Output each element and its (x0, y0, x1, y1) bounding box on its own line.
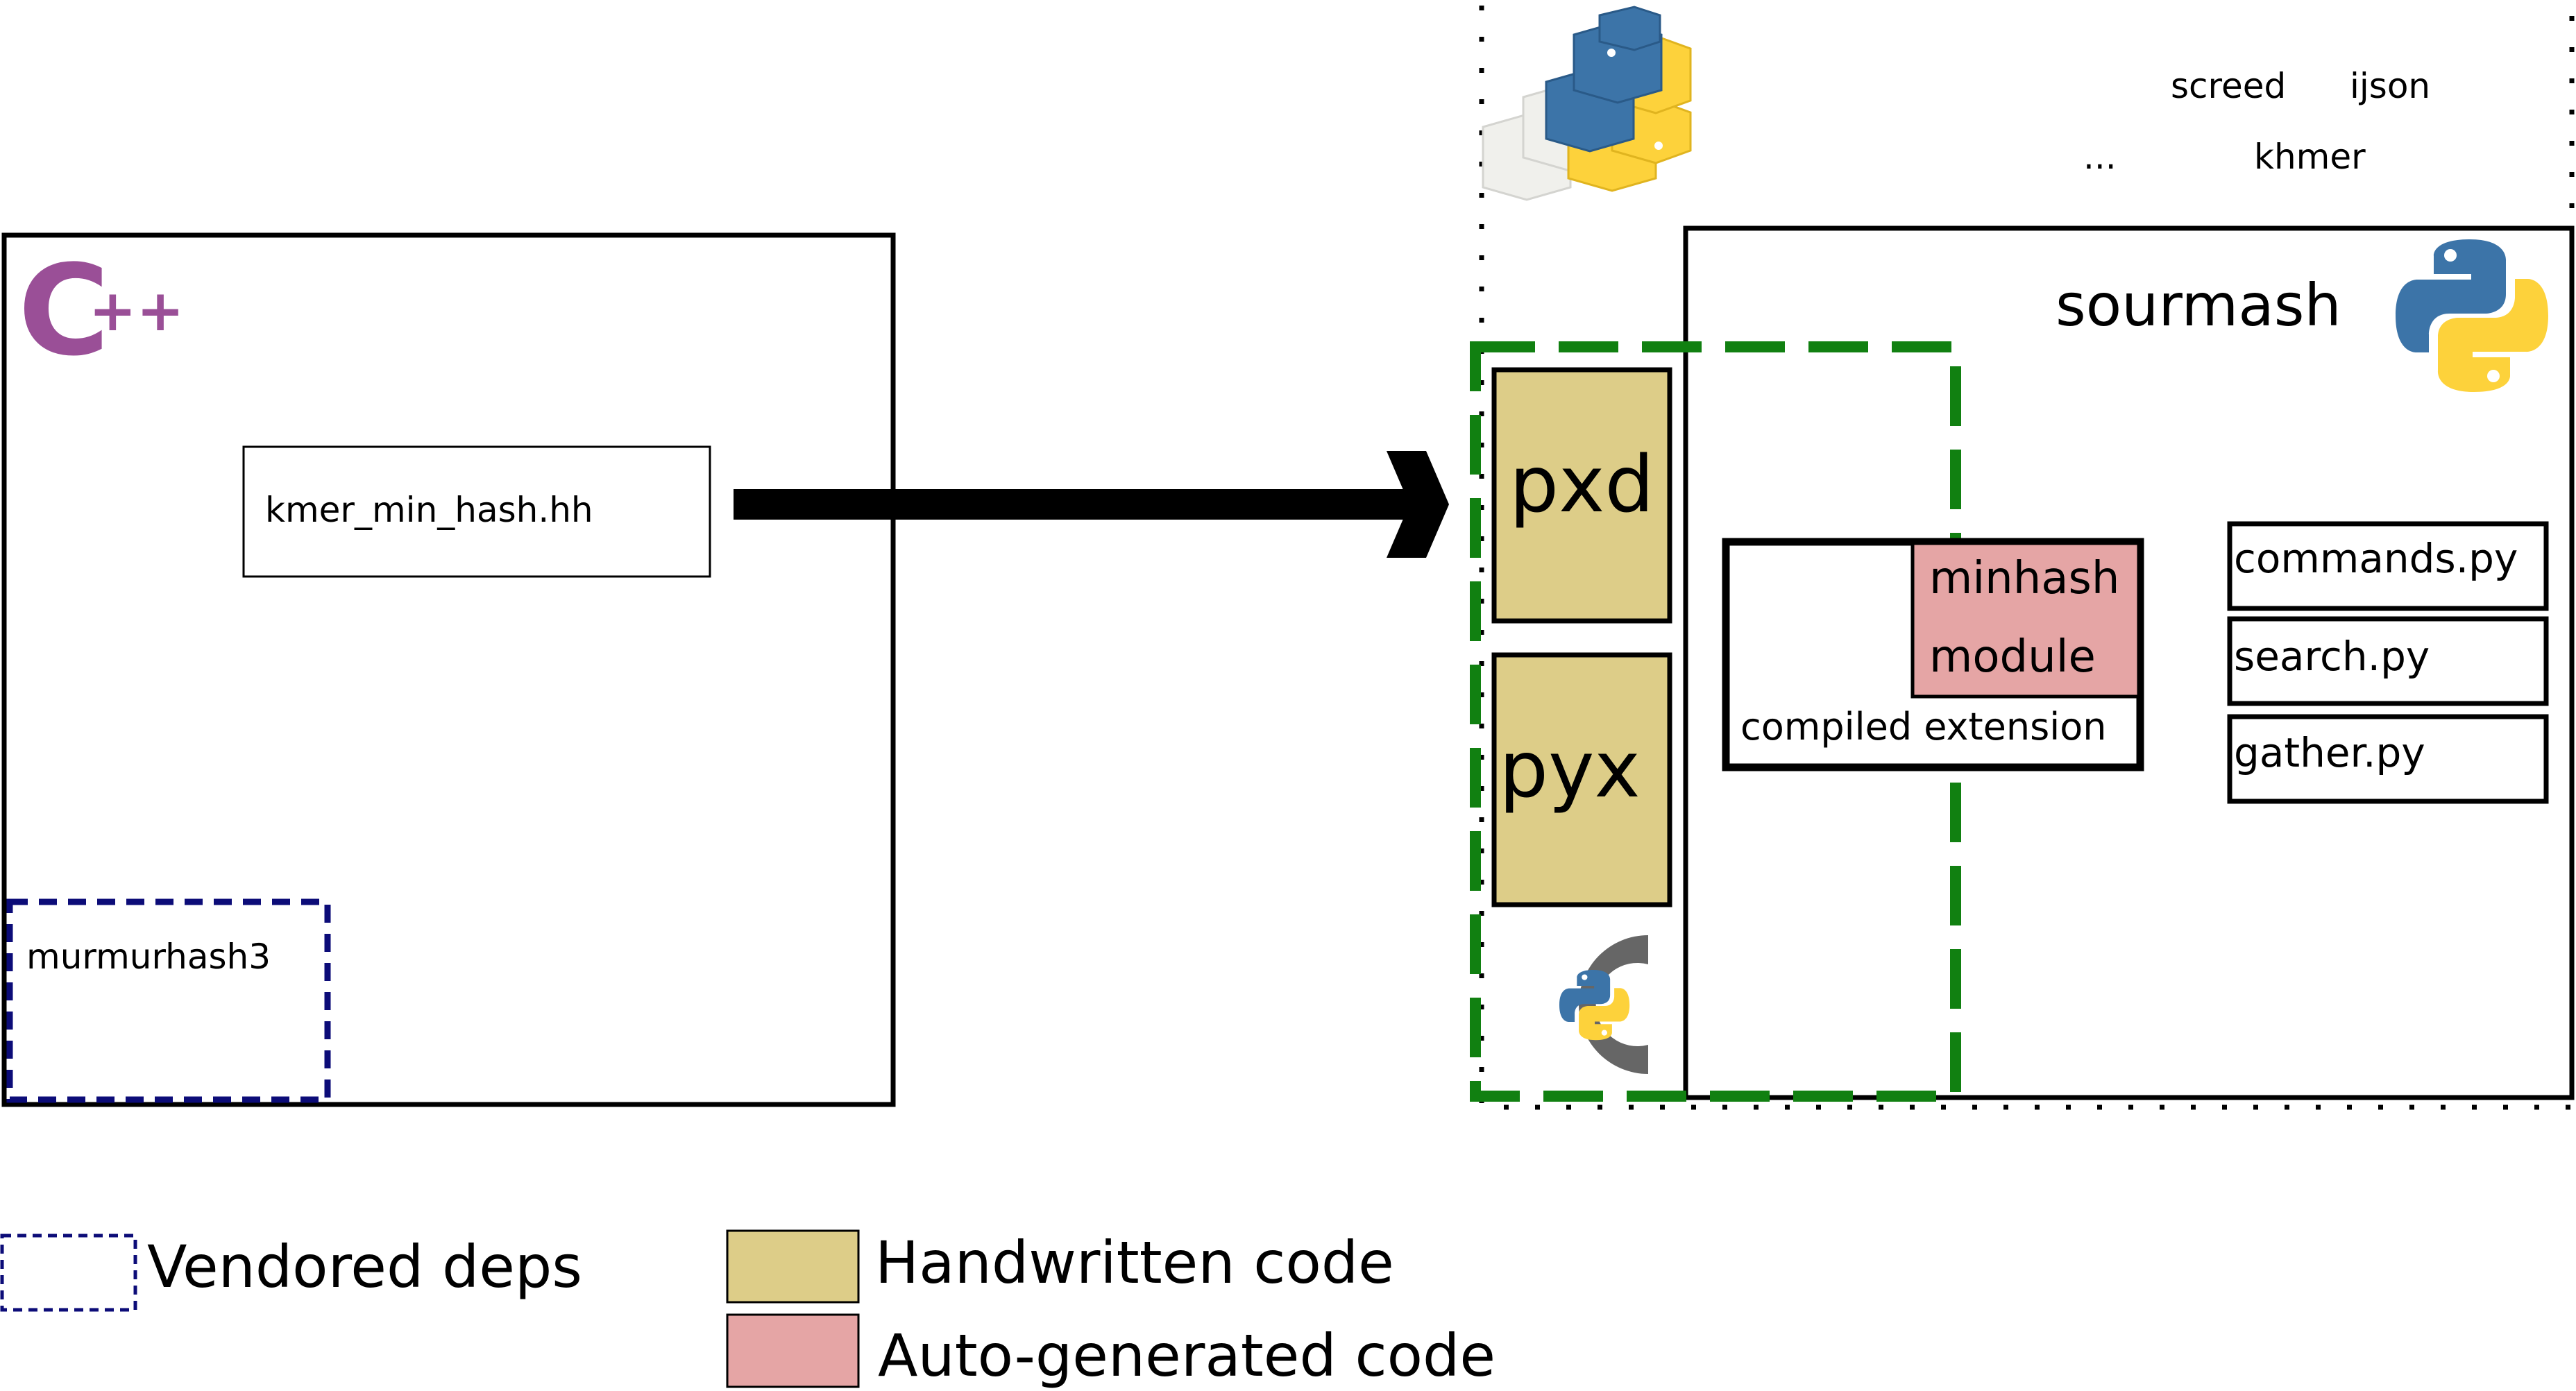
sourmash-file: commands.py (2227, 521, 2549, 611)
legend-swatch-handwritten (726, 1229, 860, 1304)
handwritten-file-label: pyx (1499, 725, 1641, 815)
sourmash-block-frame (1683, 225, 2575, 1100)
legend-swatch-autogenerated (726, 1313, 860, 1388)
sourmash-file-box (2227, 616, 2549, 706)
legend-label-autogenerated: Auto-generated code (878, 1322, 1495, 1390)
sourmash-file-box (2227, 714, 2549, 804)
legend-item-handwritten: Handwritten code (726, 1229, 1394, 1304)
handwritten-file-box (1491, 652, 1672, 907)
sourmash-title: sourmash (2056, 271, 2341, 339)
cpp-logo-icon: C ++ (18, 239, 184, 384)
legend-swatch-vendored (0, 1234, 137, 1312)
handwritten-file-label: pxd (1509, 440, 1654, 530)
legend-item-vendored: Vendored deps (0, 1233, 582, 1312)
cpp-block-frame (1, 232, 896, 1107)
legend: Vendored deps Handwritten code Auto-gene… (0, 1229, 1495, 1390)
legend-label-vendored: Vendored deps (147, 1233, 582, 1301)
sourmash-file: search.py (2227, 616, 2549, 706)
python-environment: screed ijson ... khmer (1479, 6, 2575, 1110)
flow-arrow (734, 451, 1449, 558)
generated-module-label: minhash (1929, 553, 2119, 604)
dep-package: ijson (2350, 66, 2430, 106)
pypi-logo-icon (1482, 6, 1692, 201)
dep-package: khmer (2254, 137, 2366, 177)
legend-item-autogenerated: Auto-generated code (726, 1313, 1495, 1390)
flow-arrow-shaft (734, 489, 1427, 520)
vendored-dep-label: murmurhash3 (26, 937, 271, 977)
sourmash-file-label: gather.py (2234, 729, 2425, 776)
header-file-box (242, 445, 711, 578)
sourmash-file-label: search.py (2234, 633, 2430, 680)
handwritten-file: pyx (1491, 652, 1672, 907)
cython-logo-icon (1559, 935, 1648, 1074)
sourmash-block: sourmash commands.py search.py gather.py (1683, 225, 2575, 1100)
sourmash-file-box (2227, 521, 2549, 611)
cython-block: pxd pyx minhash module compiled extensio… (1470, 341, 2144, 1102)
cpp-logo-letter: C (18, 239, 110, 384)
generated-module-box (1910, 541, 2141, 699)
generated-module-label: module (1929, 631, 2096, 683)
compiled-extension-label: compiled extension (1740, 705, 2107, 749)
legend-label-handwritten: Handwritten code (875, 1229, 1394, 1297)
sourmash-file-label: commands.py (2234, 535, 2518, 582)
compiled-extension: minhash module compiled extension (1722, 538, 2144, 771)
vendored-dep-box (6, 898, 331, 1103)
handwritten-file: pxd (1491, 367, 1672, 624)
python-logo-icon (2396, 239, 2548, 392)
handwritten-file-box (1491, 367, 1672, 624)
flow-arrow-head (1387, 451, 1449, 558)
dep-package: ... (2083, 137, 2117, 177)
sourmash-file: gather.py (2227, 714, 2549, 804)
dep-package: screed (2171, 66, 2286, 106)
cpp-logo-plus: ++ (89, 278, 184, 344)
header-file-label: kmer_min_hash.hh (265, 490, 593, 530)
cpp-block: C ++ kmer_min_hash.hh murmurhash3 (1, 232, 896, 1107)
